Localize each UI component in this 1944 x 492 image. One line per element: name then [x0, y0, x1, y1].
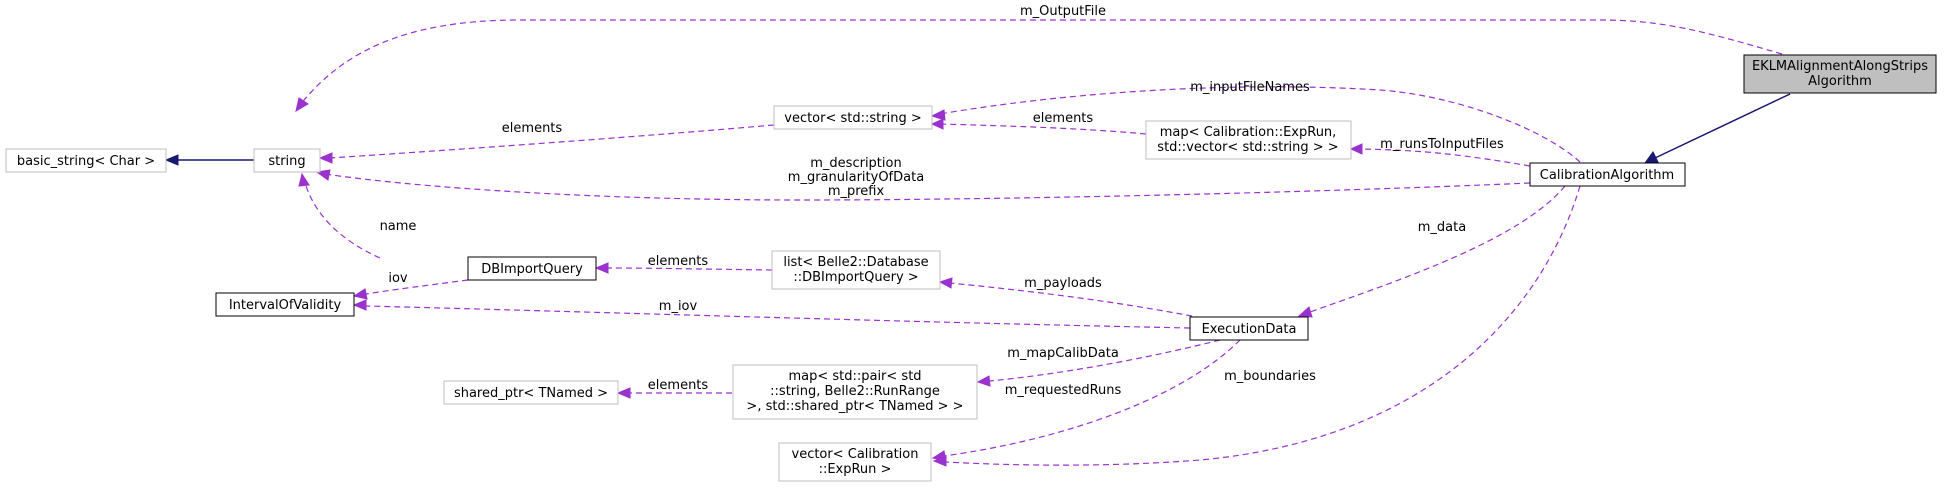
edge-runs-to-input-files: m_runsToInputFiles [1349, 137, 1531, 167]
edge-map-calib-data: m_mapCalibData [976, 339, 1221, 387]
edge-boundaries: m_boundaries [932, 185, 1581, 467]
node-map-exprun-vector-string[interactable]: map< Calibration::ExpRun, std::vector< s… [1145, 120, 1352, 160]
edge-label-m-iov: m_iov [659, 299, 698, 314]
node-vector-string[interactable]: vector< std::string > [773, 105, 933, 130]
node-execution-data[interactable]: ExecutionData [1189, 316, 1309, 341]
edge-label-payloads: m_payloads [1024, 276, 1102, 291]
node-label-line: vector< Calibration [792, 447, 919, 462]
node-label-line: string [268, 154, 305, 169]
node-db-import-query[interactable]: DBImportQuery [467, 256, 597, 281]
edge-list-elements: elements [594, 254, 773, 274]
node-label-line: Algorithm [1808, 74, 1872, 89]
edge-label-map-elements: elements [1033, 111, 1094, 126]
edge-label-shared-elements: elements [648, 378, 709, 393]
node-eklm-alignment-along-strips-algorithm[interactable]: EKLMAlignmentAlongStrips Algorithm [1743, 54, 1937, 94]
edge-label-list-elements: elements [648, 254, 709, 269]
edge-vector-elements: elements [318, 121, 775, 164]
node-label-line: basic_string< Char > [17, 154, 155, 169]
node-label-line: IntervalOfValidity [229, 298, 342, 313]
node-label-line: ExecutionData [1202, 322, 1297, 337]
node-shared-ptr-tnamed[interactable]: shared_ptr< TNamed > [443, 380, 619, 405]
edge-label-requested-runs: m_requestedRuns [1005, 383, 1122, 398]
edge-m-iov: m_iov [352, 299, 1191, 329]
node-label-line: ::DBImportQuery > [793, 270, 918, 285]
node-label-line: map< Calibration::ExpRun, [1160, 125, 1337, 140]
edge-name: name [298, 172, 417, 259]
edge-string-basic-string [164, 154, 254, 166]
edge-inheritance [1643, 93, 1791, 164]
edge-m-data: m_data [1297, 185, 1566, 318]
node-calibration-algorithm[interactable]: CalibrationAlgorithm [1529, 162, 1686, 187]
edge-label-description-1: m_description [810, 156, 901, 171]
node-label-line: shared_ptr< TNamed > [454, 386, 608, 401]
edge-label-m-data: m_data [1418, 220, 1466, 235]
node-map-pair-runrange[interactable]: map< std::pair< std ::string, Belle2::Ru… [732, 364, 978, 420]
node-label-line: vector< std::string > [784, 111, 921, 126]
edge-label-runs-to-input-files: m_runsToInputFiles [1380, 137, 1504, 152]
node-list-db-import-query[interactable]: list< Belle2::Database ::DBImportQuery > [771, 250, 941, 290]
node-basic-string[interactable]: basic_string< Char > [5, 148, 167, 173]
node-string[interactable]: string [253, 148, 321, 173]
edge-label-boundaries: m_boundaries [1224, 369, 1316, 384]
edge-label-iov: iov [388, 271, 408, 286]
edge-payloads: m_payloads [938, 276, 1203, 319]
edge-map-elements: elements [930, 111, 1147, 135]
edge-shared-elements: elements [616, 378, 732, 399]
edge-label-name: name [380, 219, 417, 234]
node-label-line: ::string, Belle2::RunRange [770, 384, 940, 399]
node-label-line: EKLMAlignmentAlongStrips [1752, 59, 1928, 74]
edge-label-description-3: m_prefix [828, 184, 885, 199]
node-label-line: DBImportQuery [481, 262, 583, 277]
edge-input-file-names: m_inputFileNames [930, 80, 1581, 163]
node-label-line: map< std::pair< std [788, 369, 921, 384]
edge-label-output-file: m_OutputFile [1020, 4, 1106, 19]
node-vector-calibration-exprun[interactable]: vector< Calibration ::ExpRun > [778, 442, 932, 482]
node-label-line: std::vector< std::string > > [1157, 140, 1338, 155]
edge-description: m_description m_granularityOfData m_pref… [315, 156, 1531, 201]
edge-iov: iov [352, 271, 469, 300]
node-interval-of-validity[interactable]: IntervalOfValidity [215, 292, 355, 317]
edge-label-description-2: m_granularityOfData [788, 170, 924, 185]
edge-label-map-calib-data: m_mapCalibData [1007, 346, 1119, 361]
node-label-line: CalibrationAlgorithm [1540, 168, 1674, 183]
node-label-line: ::ExpRun > [819, 462, 892, 477]
edge-label-vector-elements: elements [502, 121, 563, 136]
edge-label-input-file-names: m_inputFileNames [1190, 80, 1310, 95]
edge-output-file: m_OutputFile [295, 4, 1783, 113]
node-label-line: >, std::shared_ptr< TNamed > > [746, 399, 963, 414]
node-label-line: list< Belle2::Database [783, 255, 928, 270]
